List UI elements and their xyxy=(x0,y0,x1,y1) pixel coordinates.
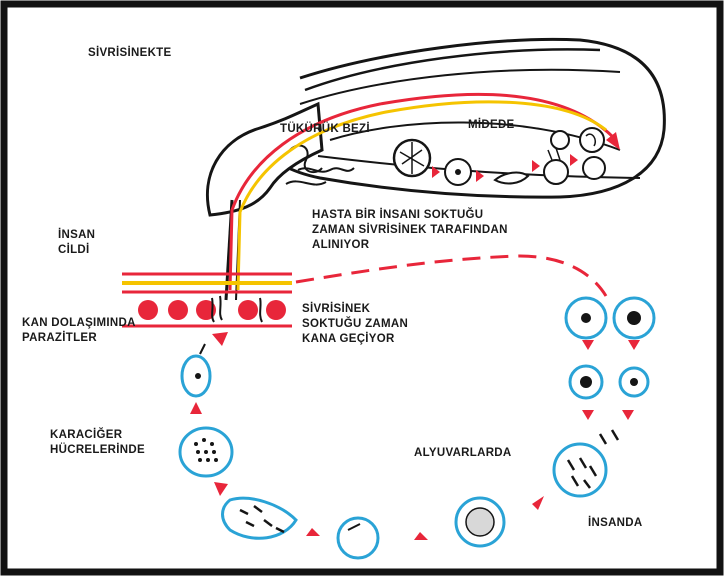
label-blood-parasites: KAN DOLAŞIMINDA PARAZİTLER xyxy=(22,316,136,346)
label-blood-parasites-line2: PARAZİTLER xyxy=(22,331,136,346)
label-liver-line2: HÜCRELERİNDE xyxy=(50,443,145,458)
label-taken-up-line2: ZAMAN SİVRİSİNEK TARAFINDAN xyxy=(312,223,508,238)
label-injected: SİVRİSİNEK SOKTUĞU ZAMAN KANA GEÇİYOR xyxy=(302,302,408,347)
label-human-skin-line1: İNSAN xyxy=(58,228,95,243)
label-injected-line3: KANA GEÇİYOR xyxy=(302,332,408,347)
label-blood-parasites-line1: KAN DOLAŞIMINDA xyxy=(22,316,136,331)
label-injected-line1: SİVRİSİNEK xyxy=(302,302,408,317)
label-taken-up-line3: ALINIYOR xyxy=(312,238,508,253)
label-red-cells: ALYUVARLARDA xyxy=(414,446,512,461)
label-taken-up: HASTA BİR İNSANI SOKTUĞU ZAMAN SİVRİSİNE… xyxy=(312,208,508,253)
label-injected-line2: SOKTUĞU ZAMAN xyxy=(302,317,408,332)
label-in-human: İNSANDA xyxy=(588,516,643,531)
label-taken-up-line1: HASTA BİR İNSANI SOKTUĞU xyxy=(312,208,508,223)
label-human-skin: İNSAN CİLDİ xyxy=(58,228,95,258)
label-liver: KARACİĞER HÜCRELERİNDE xyxy=(50,428,145,458)
label-human-skin-line2: CİLDİ xyxy=(58,243,95,258)
label-salivary-gland: TÜKÜRÜK BEZİ xyxy=(280,122,370,137)
label-stomach: MİDEDE xyxy=(468,118,515,133)
label-liver-line1: KARACİĞER xyxy=(50,428,145,443)
label-mosquito: SİVRİSİNEKTE xyxy=(88,46,171,61)
